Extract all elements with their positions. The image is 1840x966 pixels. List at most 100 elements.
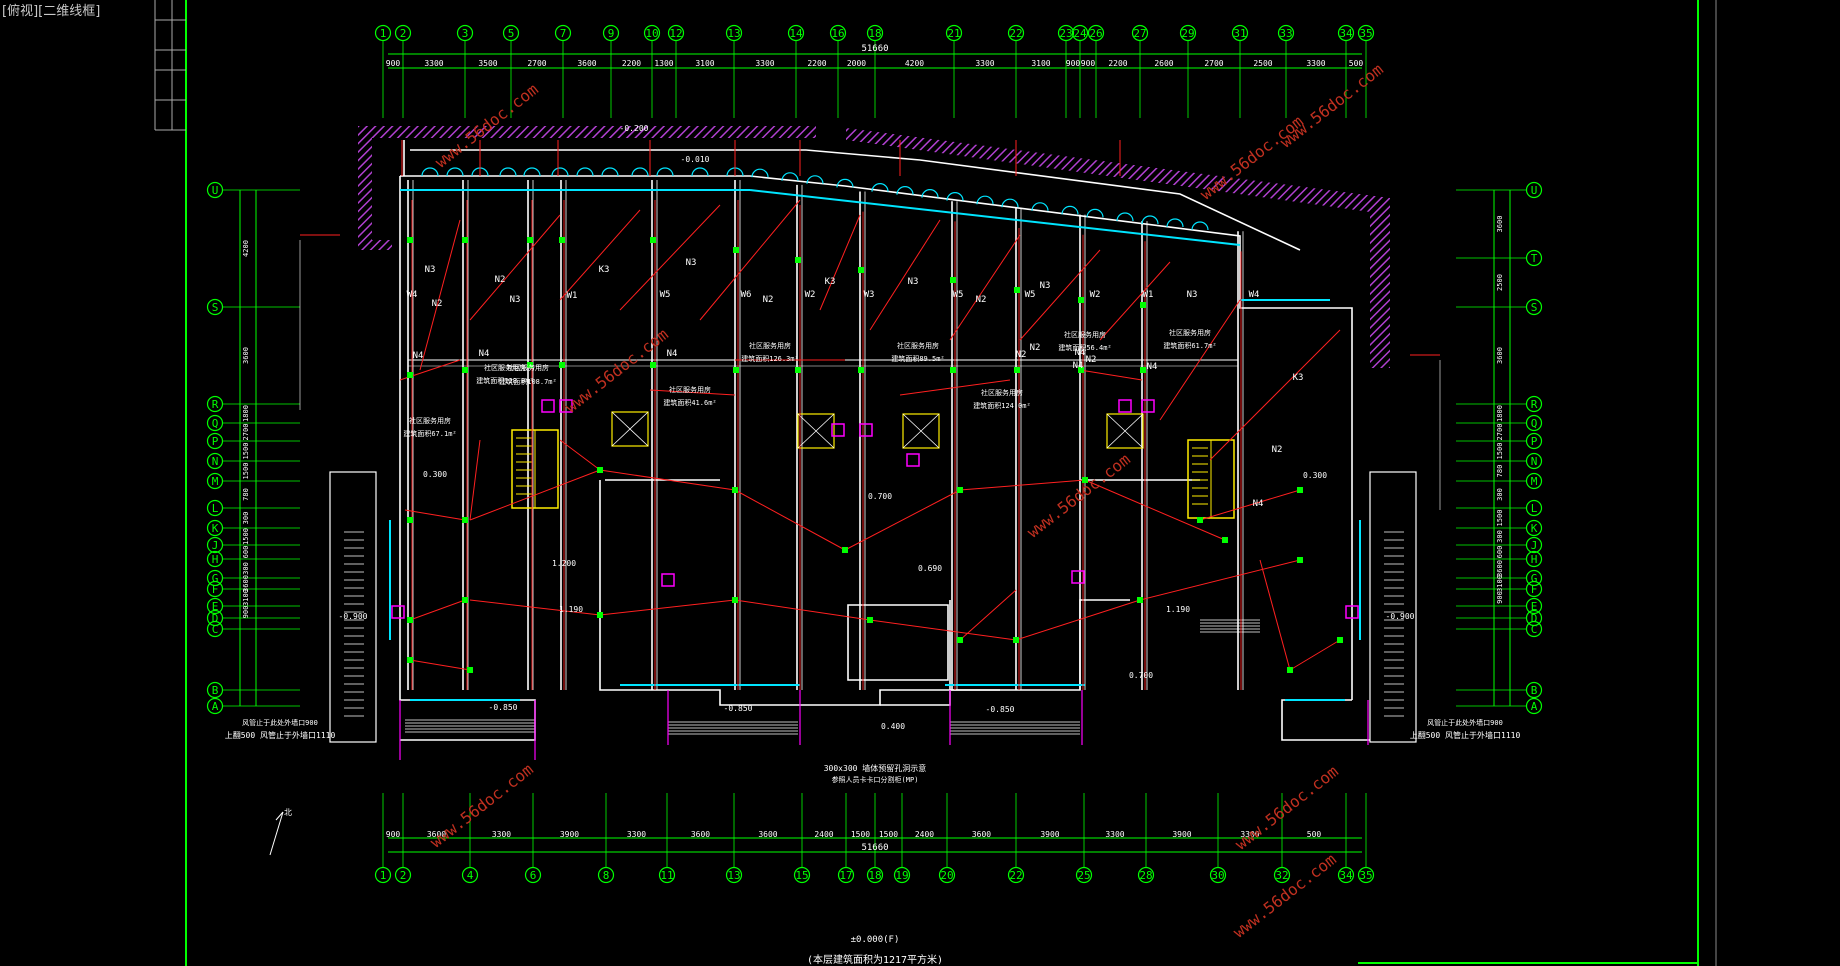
wiring-line [949,234,1021,341]
electrical-device [527,362,533,368]
electrical-device [467,667,473,673]
electrical-device [1140,367,1146,373]
hatched-outer-walls [358,126,1390,368]
window-symbol [576,167,594,177]
wall-outline [400,175,1353,700]
axis-bottom-11-bubble [658,866,676,884]
wiring-line [1019,249,1101,341]
axis-top-18-label: 18 [868,27,881,40]
axis-left-D-bubble [206,609,224,627]
dim-right: 3600 [1496,560,1504,577]
dim-bottom: 3600 [691,830,710,839]
axis-right-N-label: N [1531,455,1538,468]
axis-bottom-35-bubble [1357,866,1375,884]
circuit-label: N2 [1016,350,1027,360]
dim-right: 2500 [1496,274,1504,291]
viewport-label[interactable]: [俯视][二维线框] [2,4,101,19]
axis-right-B-label: B [1531,684,1538,697]
axis-left-K-bubble [206,519,224,537]
panel-marker [859,423,873,437]
side-note-right: 风管止于此处外墙口900 [1427,718,1503,727]
circuit-label: N4 [413,351,424,361]
axis-right-D-label: D [1531,612,1538,625]
axis-right-H-label: H [1531,553,1538,566]
dim-top: 2200 [622,59,641,68]
elevator-shaft [611,411,649,447]
axis-top-13-label: 13 [727,27,740,40]
window-symbol [1166,218,1184,228]
window-symbol [551,167,569,177]
axis-bottom-19-bubble [893,866,911,884]
wiring-line [469,439,481,521]
axis-bottom-34-label: 34 [1339,869,1353,882]
axis-left-S-bubble [206,298,224,316]
axis-top-26-label: 26 [1089,27,1102,40]
axis-bottom-25-label: 25 [1077,869,1090,882]
dim-right: 900 [1496,591,1504,604]
axis-bottom-18-label: 18 [868,869,881,882]
axis-top-16-bubble [829,24,847,42]
axis-top-33-label: 33 [1279,27,1292,40]
circuit-label: N3 [510,295,521,305]
room-label: 建筑面积126.3m² [741,354,799,363]
axis-top-22-label: 22 [1009,27,1022,40]
axis-top-21-label: 21 [947,27,960,40]
dim-top: 2700 [1204,59,1223,68]
axis-bottom-8-bubble [597,866,615,884]
dim-right: 1800 [1496,405,1504,422]
electrical-device [1337,637,1343,643]
wiring-line [409,659,471,671]
dim-right: 300 [1496,488,1504,501]
electrical-device [462,597,468,603]
axis-right-G-bubble [1525,569,1543,587]
dim-left: 1500 [242,528,250,545]
wiring-line [959,479,1086,491]
axis-bottom-17-label: 17 [839,869,852,882]
axis-right-R-bubble [1525,395,1543,413]
axis-top-31-bubble [1231,24,1249,42]
electrical-device [1137,597,1143,603]
dim-top: 3100 [1031,59,1050,68]
dim-left: 4200 [242,240,250,257]
dim-left: 3600 [242,575,250,592]
dim-left: 3100 [242,589,250,606]
wiring-line [734,599,871,621]
axis-top-1-bubble [374,24,392,42]
axis-right-C-label: C [1531,623,1538,636]
elevator-shaft [1106,413,1144,449]
axis-top-9-label: 9 [608,27,615,40]
electrical-device [407,617,413,623]
circuit-label: N2 [976,295,987,305]
elevator-x [902,413,940,449]
wiring-line [469,469,601,521]
axis-left-N-label: N [212,455,219,468]
dim-bottom: 3900 [1040,830,1059,839]
electrical-device [559,237,565,243]
window-symbol [446,167,464,177]
dim-left: 300 [242,512,250,525]
axis-top-34-label: 34 [1339,27,1353,40]
wiring-line [469,214,561,321]
circuit-label: N4 [1073,361,1084,371]
dim-bottom: 500 [1307,830,1322,839]
room-label: 社区服务用房 [1064,330,1106,339]
zero-elevation: ±0.000(F) [851,935,900,945]
axis-left-F-label: F [212,583,219,596]
room-label: 社区服务用房 [409,416,451,425]
dim-top: 2600 [1154,59,1173,68]
axis-bottom-35-label: 35 [1359,869,1372,882]
electrical-device [858,367,864,373]
elevation-label: 1.200 [552,559,576,568]
room-label: 建筑面积89.5m² [891,354,944,363]
axis-left-R-label: R [212,398,219,411]
dim-top: 900 [1081,59,1096,68]
axis-top-14-label: 14 [789,27,803,40]
dim-top: 2500 [1253,59,1272,68]
electrical-device [957,487,963,493]
dim-right: 780 [1496,465,1504,478]
window-symbol [691,167,709,177]
axis-top-7-bubble [554,24,572,42]
room-label: 建筑面积41.6m² [663,398,716,407]
axis-right-R-label: R [1531,398,1538,411]
